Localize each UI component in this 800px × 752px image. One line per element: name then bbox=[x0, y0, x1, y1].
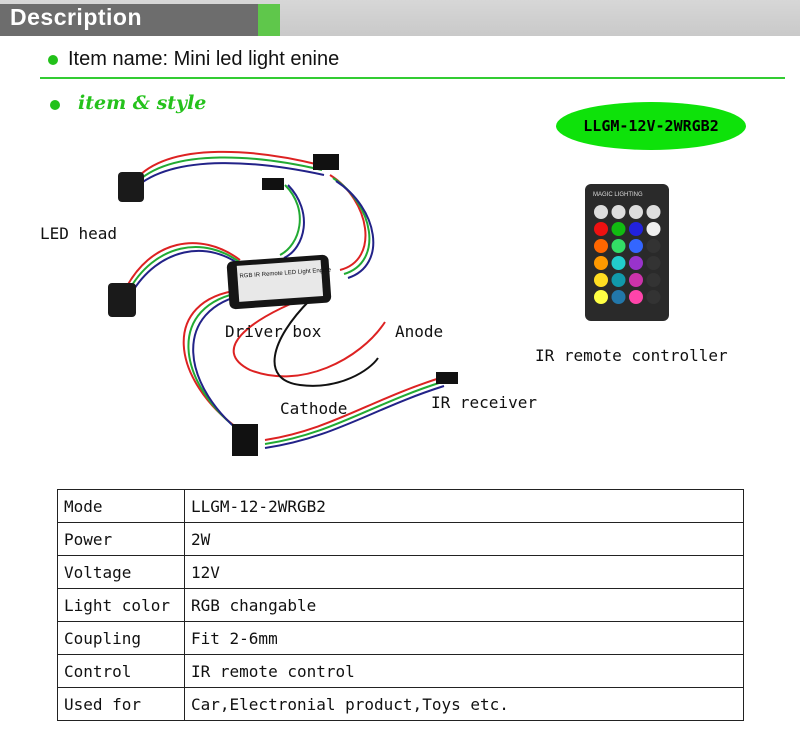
remote-button bbox=[646, 205, 661, 219]
spec-value: Car,Electronial product,Toys etc. bbox=[184, 687, 744, 721]
remote-button bbox=[611, 205, 626, 219]
spec-value: RGB changable bbox=[184, 588, 744, 622]
remote-button bbox=[594, 290, 608, 304]
remote-print: MAGIC LIGHTING bbox=[593, 192, 643, 198]
connector bbox=[262, 178, 284, 190]
remote-button bbox=[594, 256, 608, 270]
remote-button bbox=[629, 256, 643, 270]
spec-value: IR remote control bbox=[184, 654, 744, 688]
remote-button bbox=[646, 239, 661, 253]
spec-value: LLGM-12-2WRGB2 bbox=[184, 489, 744, 523]
spec-key: Light color bbox=[57, 588, 185, 622]
bullet-icon bbox=[48, 55, 58, 65]
spec-key: Used for bbox=[57, 687, 185, 721]
connector bbox=[232, 424, 258, 456]
spec-key: Voltage bbox=[57, 555, 185, 589]
remote-button bbox=[646, 273, 661, 287]
led-head-top bbox=[118, 172, 144, 202]
driver-box: RGB IR Remote LED Light Engine bbox=[226, 254, 332, 310]
header-accent bbox=[258, 4, 280, 36]
remote-label: IR remote controller bbox=[535, 346, 728, 365]
style-heading: item & style bbox=[78, 92, 207, 114]
remote-button bbox=[646, 290, 661, 304]
remote-button bbox=[629, 290, 643, 304]
ir-receiver-label: IR receiver bbox=[431, 393, 537, 412]
remote-button bbox=[594, 239, 608, 253]
cable-bundle bbox=[124, 150, 445, 449]
spec-key: Mode bbox=[57, 489, 185, 523]
header-tab bbox=[0, 4, 258, 36]
remote-button bbox=[646, 222, 661, 236]
model-badge: LLGM-12V-2WRGB2 bbox=[556, 102, 746, 150]
remote-button bbox=[629, 205, 643, 219]
remote-controller: MAGIC LIGHTING bbox=[585, 184, 669, 321]
remote-button bbox=[594, 222, 608, 236]
spec-value: Fit 2-6mm bbox=[184, 621, 744, 655]
remote-button bbox=[646, 256, 661, 270]
remote-buttons bbox=[594, 205, 661, 304]
remote-button bbox=[629, 273, 643, 287]
remote-button bbox=[611, 239, 626, 253]
spec-key: Coupling bbox=[57, 621, 185, 655]
remote-button bbox=[629, 222, 643, 236]
divider bbox=[40, 77, 785, 79]
driver-box-label: Driver box bbox=[225, 322, 322, 341]
spec-key: Power bbox=[57, 522, 185, 556]
anode-label: Anode bbox=[395, 322, 444, 341]
remote-button bbox=[611, 256, 626, 270]
remote-button bbox=[629, 239, 643, 253]
product-photo: RGB IR Remote LED Light Engine MAGIC LIG… bbox=[108, 150, 669, 456]
led-head-bottom bbox=[108, 283, 136, 317]
header-banner: Description bbox=[0, 0, 800, 36]
connector bbox=[313, 154, 339, 170]
spec-key: Control bbox=[57, 654, 185, 688]
bullet-icon bbox=[50, 100, 60, 110]
remote-button bbox=[611, 222, 626, 236]
ir-receiver-plug bbox=[436, 372, 458, 384]
spec-value: 12V bbox=[184, 555, 744, 589]
spec-value: 2W bbox=[184, 522, 744, 556]
header-title: Description bbox=[10, 4, 143, 30]
remote-button bbox=[594, 205, 608, 219]
cathode-label: Cathode bbox=[280, 399, 348, 418]
remote-button bbox=[594, 273, 608, 287]
item-name: Item name: Mini led light enine bbox=[68, 48, 340, 70]
remote-button bbox=[611, 273, 626, 287]
remote-button bbox=[611, 290, 626, 304]
led-head-label: LED head bbox=[40, 224, 118, 243]
